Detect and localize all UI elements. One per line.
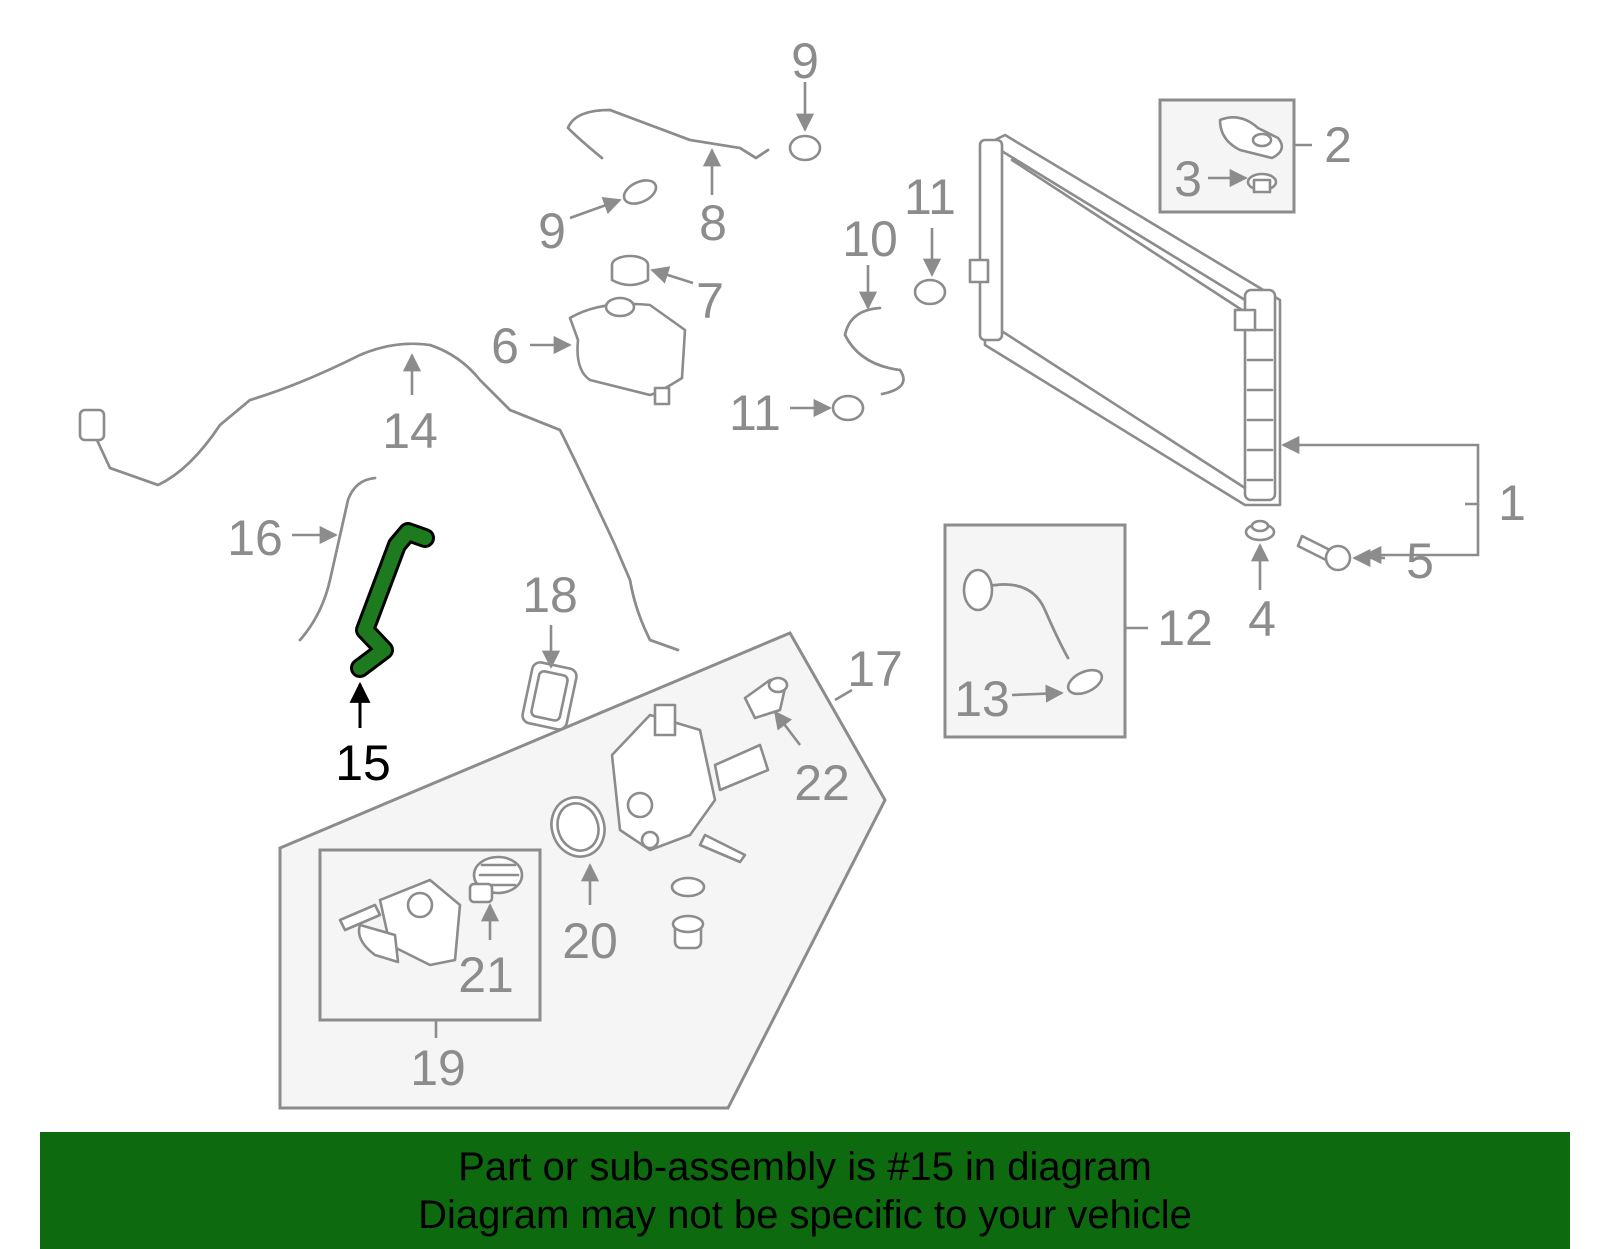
- callout-22: 22: [794, 755, 850, 811]
- callout-17: 17: [847, 641, 903, 697]
- callout-15: 15: [335, 735, 391, 791]
- callout-8: 8: [699, 195, 727, 251]
- callout-21: 21: [458, 947, 514, 1003]
- callout-2: 2: [1324, 117, 1352, 173]
- callout-7: 7: [696, 273, 724, 329]
- callout-13: 13: [954, 671, 1010, 727]
- callout-11-top: 11: [904, 169, 956, 225]
- thermostat-housing-part: [610, 703, 770, 864]
- banner-line-disclaimer: Diagram may not be specific to your vehi…: [418, 1192, 1192, 1237]
- grommet-part: [1246, 172, 1278, 194]
- seal-part: [550, 796, 606, 858]
- callout-9-left: 9: [538, 203, 566, 259]
- clamp-part: [622, 134, 822, 205]
- banner-line-part-number: Part or sub-assembly is #15 in diagram: [458, 1144, 1152, 1189]
- callout-19: 19: [410, 1040, 466, 1096]
- callout-1: 1: [1498, 475, 1526, 531]
- radiator-part: [968, 133, 1282, 507]
- callout-3: 3: [1174, 151, 1202, 207]
- thermostat-assembly-part: [338, 878, 462, 967]
- bracket-part: [1218, 116, 1284, 160]
- bolt-part: [1296, 534, 1352, 572]
- radiator-hose-clamp-part: [1066, 668, 1104, 696]
- plug-part: [670, 876, 706, 950]
- coolant-reservoir-part: [568, 296, 687, 406]
- callout-16: 16: [227, 510, 283, 566]
- callout-12: 12: [1157, 600, 1213, 656]
- vent-hose-part: [566, 108, 770, 160]
- lower-grommet-part: [1244, 519, 1276, 542]
- thermostat-part: [468, 855, 524, 904]
- callout-4: 4: [1248, 591, 1276, 647]
- callout-9-top: 9: [791, 33, 819, 89]
- group-box-12-13: [943, 523, 1127, 739]
- gasket-part: [521, 661, 578, 731]
- callout-20: 20: [562, 913, 618, 969]
- hose-clamp-part: [831, 278, 947, 422]
- bypass-hose-part: [843, 306, 905, 396]
- callout-5: 5: [1406, 533, 1434, 589]
- callout-18: 18: [522, 567, 578, 623]
- callout-6: 6: [491, 318, 519, 374]
- reservoir-cap-part: [610, 254, 650, 287]
- callout-10: 10: [842, 211, 898, 267]
- info-banner: Part or sub-assembly is #15 in diagram D…: [40, 1132, 1570, 1249]
- callout-11-lower: 11: [729, 385, 781, 441]
- callout-14: 14: [382, 403, 438, 459]
- temperature-sensor-part: [743, 676, 789, 720]
- leader-lines: [292, 82, 1480, 1038]
